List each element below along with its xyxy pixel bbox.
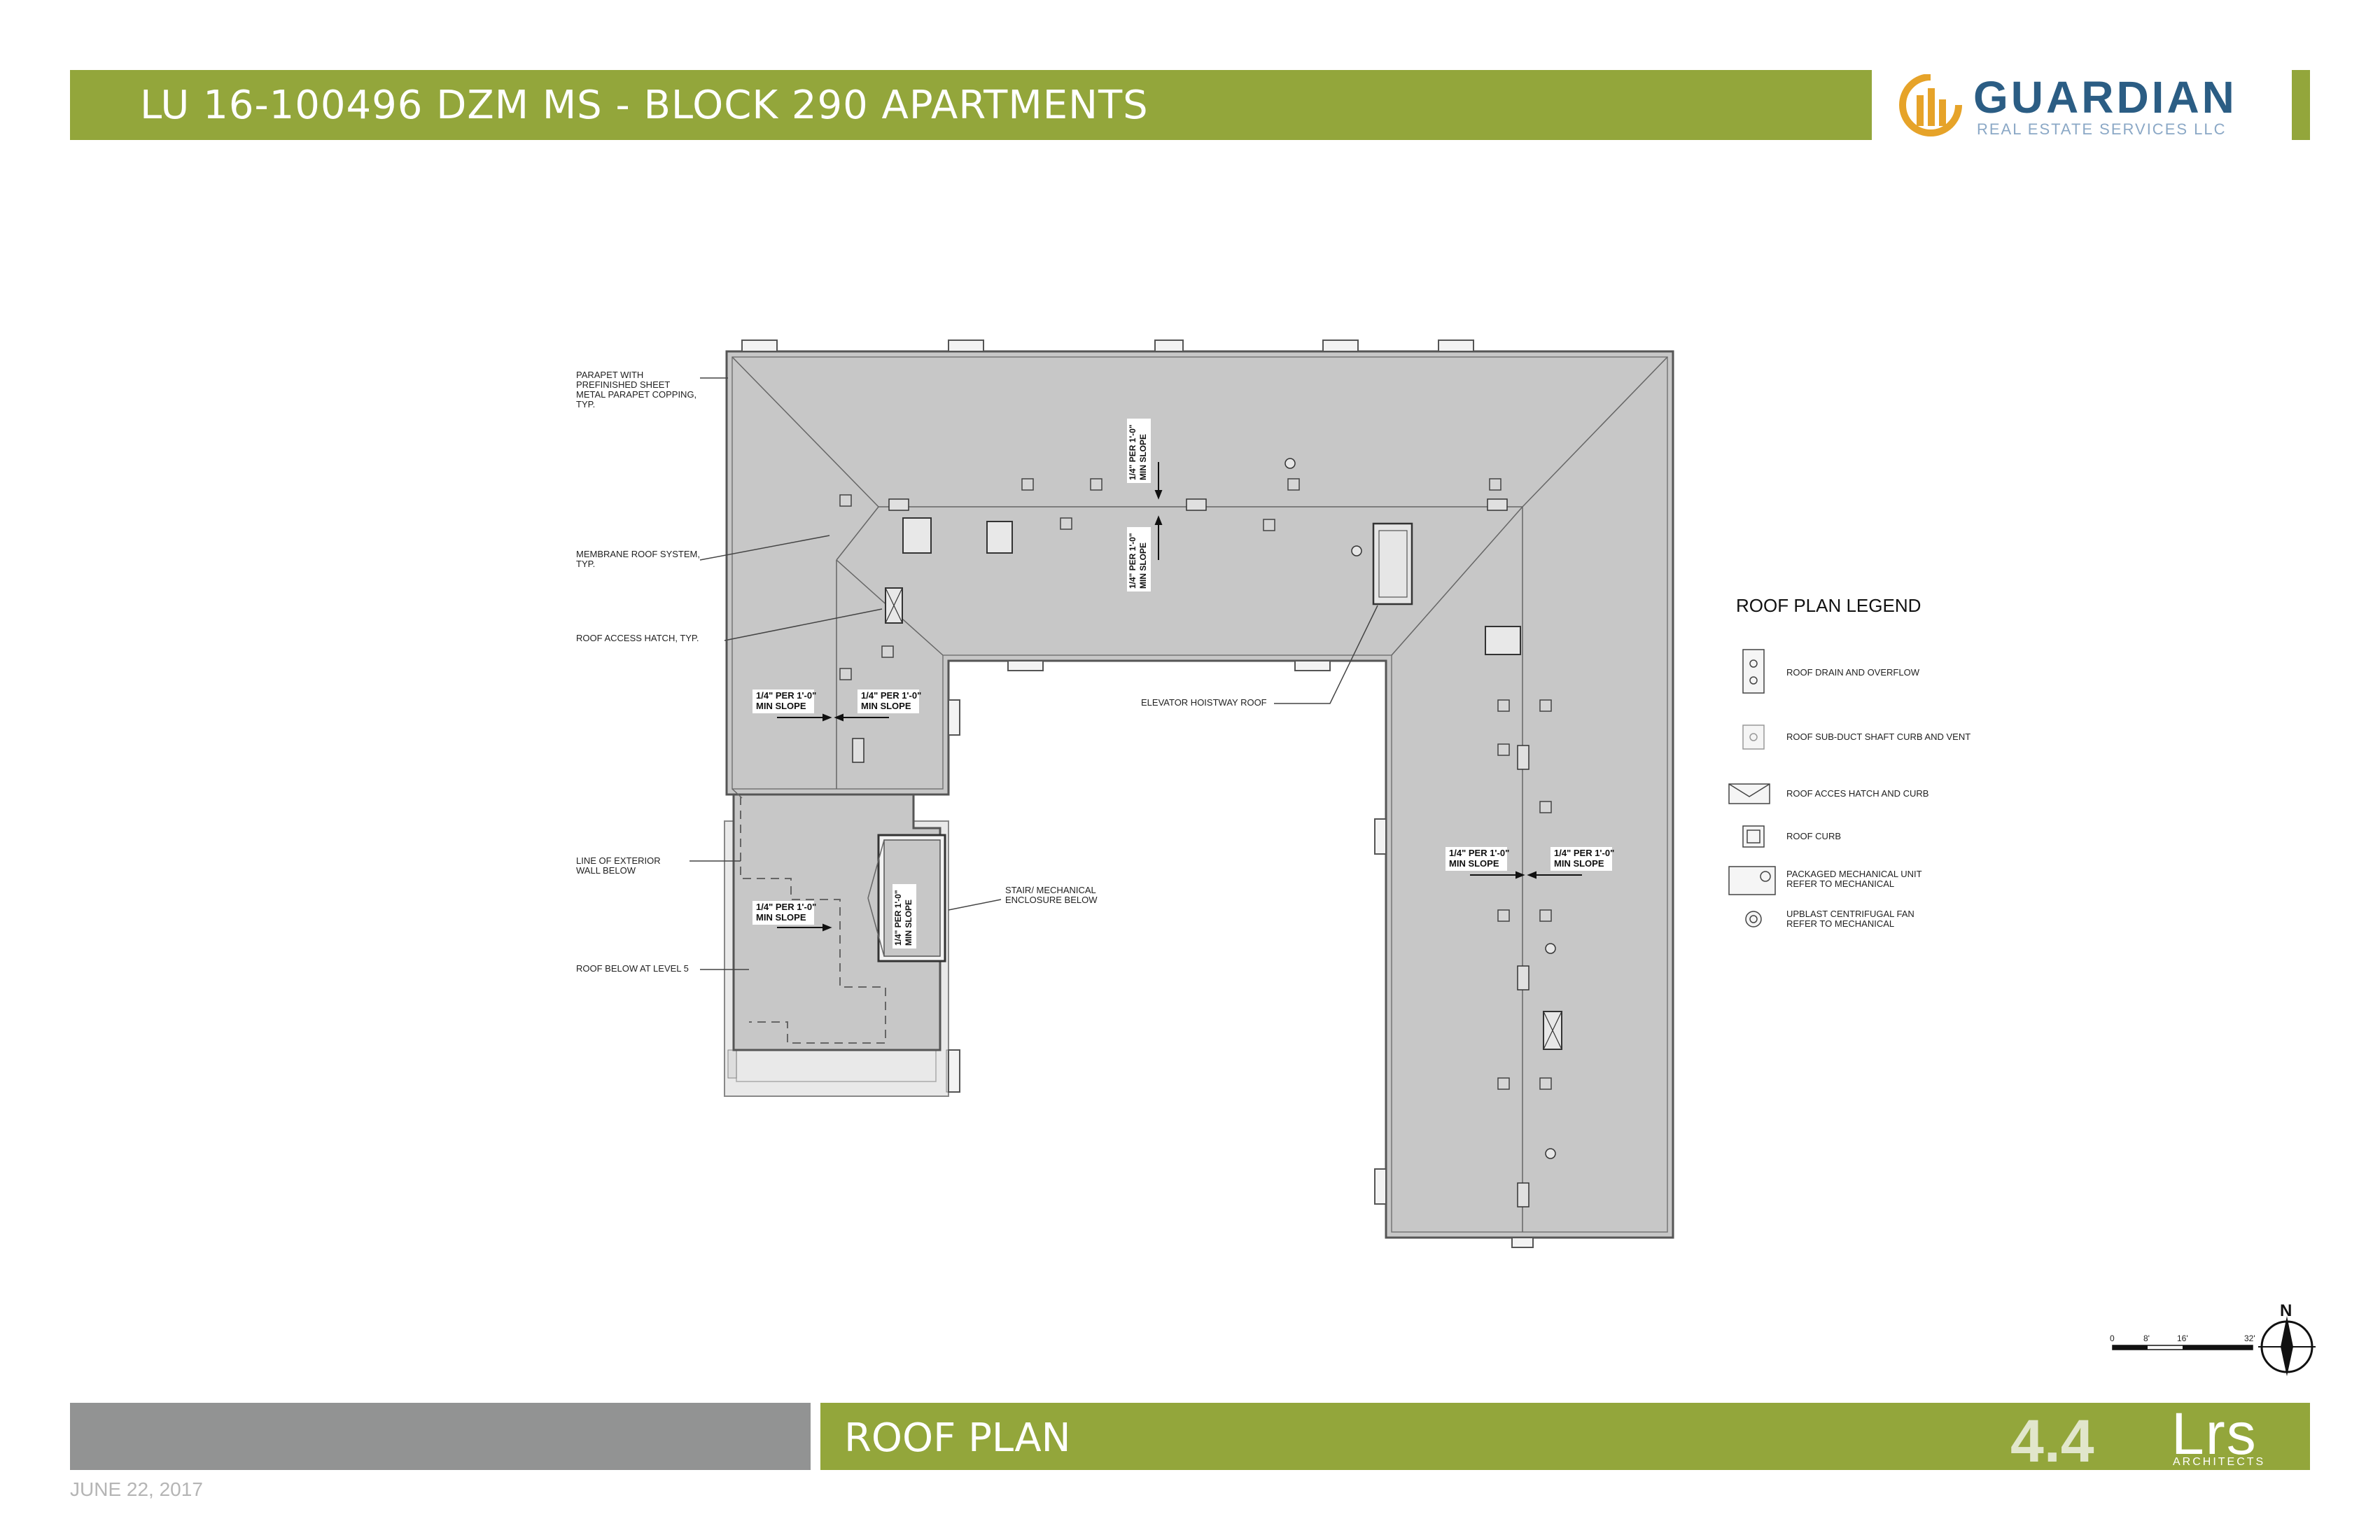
svg-text:MIN SLOPE: MIN SLOPE [1449, 858, 1499, 869]
firm-subtitle: ARCHITECTS [2173, 1456, 2266, 1468]
svg-text:MIN SLOPE: MIN SLOPE [861, 701, 911, 711]
svg-text:MEMBRANE ROOF SYSTEM,TYP.: MEMBRANE ROOF SYSTEM,TYP. [576, 549, 700, 569]
legend-item-drain: ROOF DRAIN AND OVERFLOW [1786, 667, 1920, 678]
svg-text:1/4" PER 1'-0": 1/4" PER 1'-0" [1128, 533, 1138, 589]
svg-text:MIN SLOPE: MIN SLOPE [1138, 542, 1148, 589]
svg-text:1/4" PER 1'-0": 1/4" PER 1'-0" [1554, 848, 1614, 858]
slope-note-7: 1/4" PER 1'-0"MIN SLOPE [1127, 527, 1151, 592]
footer-gray-bar [70, 1403, 811, 1470]
project-title: LU 16-100496 DZM MS - BLOCK 290 APARTMEN… [140, 83, 1149, 128]
legend-title: ROOF PLAN LEGEND [1736, 595, 1921, 616]
slope-note-5: 1/4" PER 1'-0"MIN SLOPE [1550, 847, 1614, 871]
slope-note-6: 1/4" PER 1'-0"MIN SLOPE [1127, 419, 1151, 483]
sheet-number: 4.4 [2010, 1408, 2094, 1475]
slope-note-3: 1/4" PER 1'-0"MIN SLOPE [752, 901, 816, 925]
slope-note-8: 1/4" PER 1'-0"MIN SLOPE [892, 884, 916, 948]
slope-note-1: 1/4" PER 1'-0"MIN SLOPE [752, 690, 816, 713]
svg-text:32': 32' [2244, 1334, 2255, 1343]
svg-text:1/4" PER 1'-0": 1/4" PER 1'-0" [1128, 424, 1138, 480]
svg-text:MIN SLOPE: MIN SLOPE [904, 899, 913, 946]
legend-symbols [1728, 649, 1776, 927]
sheet-title: ROOF PLAN [844, 1415, 1071, 1461]
callout-stair: STAIR/ MECHANICAL [1005, 885, 1096, 895]
north-arrow-icon: N [2258, 1301, 2316, 1376]
svg-text:0: 0 [2110, 1334, 2115, 1343]
slope-note-2: 1/4" PER 1'-0"MIN SLOPE [858, 690, 921, 713]
issue-date: JUNE 22, 2017 [70, 1478, 203, 1500]
legend-item-hatch: ROOF ACCES HATCH AND CURB [1786, 788, 1928, 799]
svg-text:1/4" PER 1'-0": 1/4" PER 1'-0" [756, 902, 816, 912]
svg-text:MIN SLOPE: MIN SLOPE [1138, 434, 1148, 480]
scale-bar: 0 8' 16' 32' [2110, 1334, 2255, 1350]
svg-text:MIN SLOPE: MIN SLOPE [1554, 858, 1604, 869]
logo-subtitle: REAL ESTATE SERVICES LLC [1977, 120, 2227, 138]
firm-logo: Lrs [2171, 1401, 2258, 1466]
svg-text:N: N [2280, 1301, 2292, 1320]
svg-text:1/4" PER 1'-0": 1/4" PER 1'-0" [1449, 848, 1509, 858]
svg-text:8': 8' [2143, 1334, 2150, 1343]
callout-exterior-wall: LINE OF EXTERIOR [576, 855, 661, 866]
svg-text:16': 16' [2177, 1334, 2188, 1343]
svg-text:1/4" PER 1'-0": 1/4" PER 1'-0" [756, 690, 816, 701]
footer-green-bar: ROOF PLAN 4.4 Lrs ARCHITECTS [820, 1401, 2310, 1475]
guardian-mark-icon [1899, 74, 1962, 136]
legend-item-shaft: ROOF SUB-DUCT SHAFT CURB AND VENT [1786, 732, 1970, 742]
callout-elevator: ELEVATOR HOISTWAY ROOF [1141, 697, 1267, 708]
slope-note-4: 1/4" PER 1'-0"MIN SLOPE [1446, 847, 1509, 871]
logo-brand: GUARDIAN [1973, 72, 2237, 122]
callout-parapet-1: PARAPET WITH [576, 370, 643, 380]
svg-text:MIN SLOPE: MIN SLOPE [756, 701, 806, 711]
svg-text:1/4" PER 1'-0": 1/4" PER 1'-0" [861, 690, 921, 701]
svg-text:MIN SLOPE: MIN SLOPE [756, 912, 806, 923]
svg-text:1/4" PER 1'-0": 1/4" PER 1'-0" [893, 890, 903, 946]
callout-membrane: MEMBRANE ROOF SYSTEM, [576, 549, 700, 559]
callout-access-hatch: ROOF ACCESS HATCH, TYP. [576, 633, 699, 643]
elevator-hoistway [1372, 522, 1413, 606]
callout-roof-below: ROOF BELOW AT LEVEL 5 [576, 963, 689, 974]
legend-item-curb: ROOF CURB [1786, 831, 1841, 841]
guardian-logo: GUARDIAN REAL ESTATE SERVICES LLC [1872, 70, 2292, 140]
